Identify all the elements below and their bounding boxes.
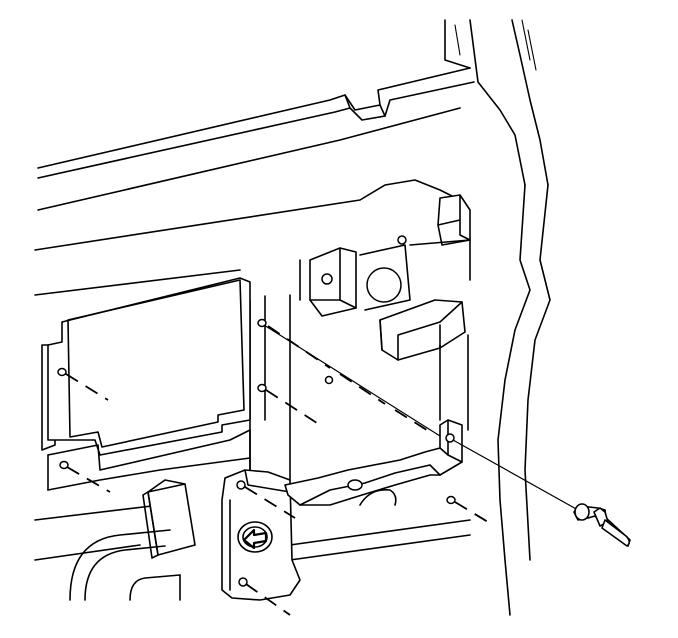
- pin-leader-line: [263, 324, 579, 511]
- door-upper-frame: [37, 67, 475, 211]
- push-pin-retainer: [573, 503, 631, 547]
- lock-mount-area: [289, 194, 471, 481]
- alignment-lines: [65, 325, 489, 616]
- lower-rib: [142, 479, 196, 559]
- mounting-holes: [57, 318, 456, 505]
- hinge-bracket: [221, 419, 463, 601]
- lower-panel-curve: [69, 529, 181, 601]
- door-inner-panel: [34, 179, 471, 561]
- access-cover: [41, 277, 251, 491]
- door-pillar: [444, 19, 551, 616]
